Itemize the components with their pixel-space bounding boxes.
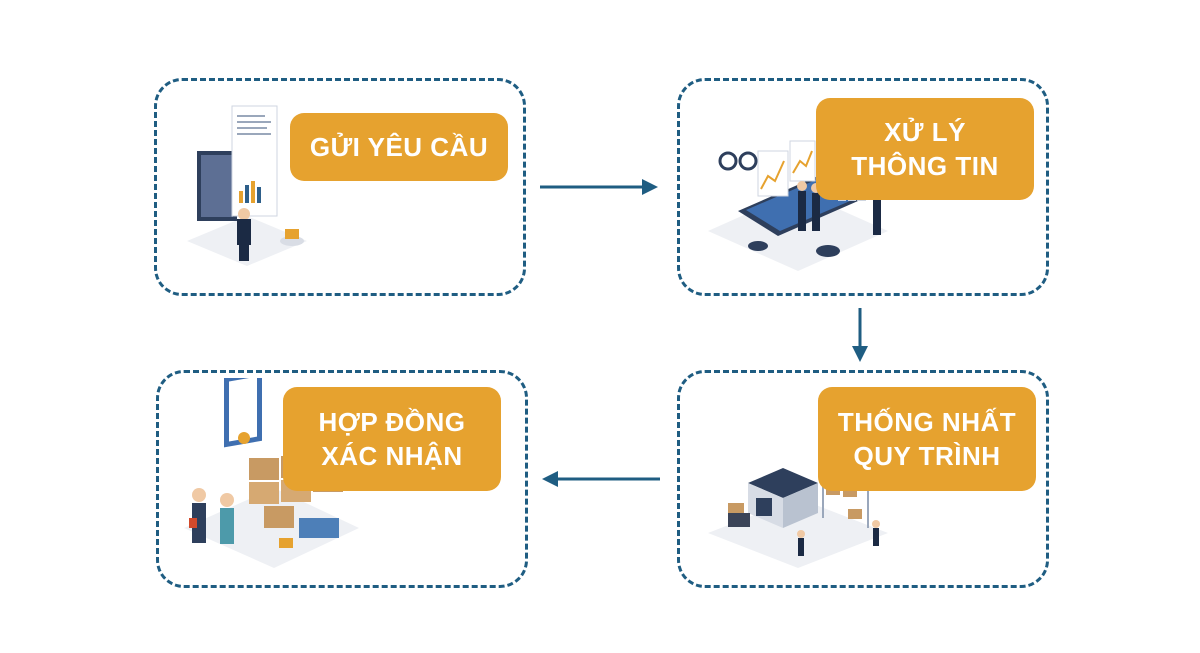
step-label: XỬ LÝ THÔNG TIN — [816, 98, 1034, 200]
step-label: HỢP ĐỒNG XÁC NHẬN — [283, 387, 501, 491]
arrow-right-icon — [540, 179, 658, 195]
label-line: THỐNG NHẤT — [837, 407, 1017, 437]
label-line: QUY TRÌNH — [853, 441, 1001, 471]
arrow-left-icon — [542, 471, 660, 487]
step-process-info: XỬ LÝ THÔNG TIN — [677, 78, 1049, 296]
step-unify-process: THỐNG NHẤT QUY TRÌNH — [677, 370, 1049, 588]
label-line: XỬ LÝ — [884, 117, 966, 147]
step-label: GỬI YÊU CẦU — [290, 113, 508, 181]
label-line: GỬI YÊU CẦU — [309, 132, 489, 162]
arrow-down-icon — [852, 308, 868, 362]
label-line: HỢP ĐỒNG — [318, 407, 466, 437]
request-document-icon — [187, 105, 307, 266]
step-contract-confirm: HỢP ĐỒNG XÁC NHẬN — [156, 370, 528, 588]
label-line: THÔNG TIN — [851, 151, 999, 181]
step-label: THỐNG NHẤT QUY TRÌNH — [818, 387, 1036, 491]
step-send-request: GỬI YÊU CẦU — [154, 78, 526, 296]
label-line: XÁC NHẬN — [321, 441, 463, 471]
handshake-contract-icon — [184, 378, 359, 568]
